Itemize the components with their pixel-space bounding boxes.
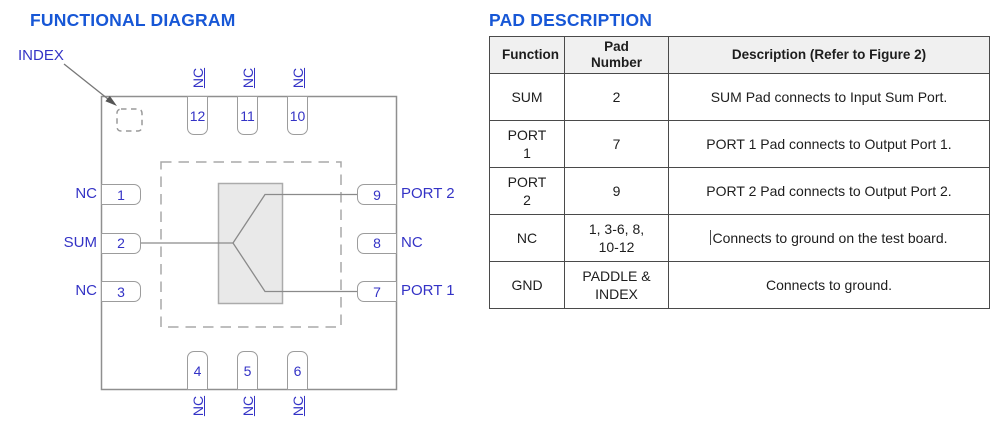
text-caret-artifact [710,230,712,245]
pin-10: 10 [287,96,308,135]
pin-9-label: PORT 2 [401,185,455,202]
pin-7: 7 [357,281,397,302]
pin-7-label: PORT 1 [401,282,455,299]
pin-12: 12 [187,96,208,135]
pin-1-label: NC [75,185,97,202]
header-pad-number: Pad Number [564,36,669,74]
header-function: Function [489,36,565,74]
trace-port2 [232,193,357,244]
pin-3: 3 [101,281,141,302]
trace-port1 [232,242,357,293]
pin-3-label: NC [75,282,97,299]
pin-6-label: NC [290,395,306,417]
pin-11-label: NC [240,67,256,89]
table-row: SUM 2 SUM Pad connects to Input Sum Port… [489,73,990,121]
cell-pad-number: 1, 3-6, 8, 10-12 [564,214,669,262]
pin-2: 2 [101,232,141,254]
pin-5-label: NC [240,395,256,417]
cell-function: PORT 2 [489,167,565,215]
cell-function: GND [489,261,565,309]
cell-description: Connects to ground on the test board. [668,214,990,262]
pin-8: 8 [357,232,397,254]
table-row: GND PADDLE & INDEX Connects to ground. [489,261,990,309]
cell-description-text: Connects to ground on the test board. [712,230,948,246]
pin-11: 11 [237,96,258,135]
cell-function: PORT 1 [489,120,565,168]
index-label: INDEX [18,47,64,64]
cell-pad-number: PADDLE & INDEX [564,261,669,309]
index-arrow-head-icon [105,95,117,106]
table-row: PORT 1 7 PORT 1 Pad connects to Output P… [489,120,990,168]
cell-pad-number: 7 [564,120,669,168]
pin-2-label: SUM [63,234,97,251]
table-row: PORT 2 9 PORT 2 Pad connects to Output P… [489,167,990,215]
pin-1: 1 [101,184,141,205]
index-pad-marker [116,108,143,132]
functional-diagram: INDEX 12 11 10 NC NC NC 4 5 6 NC NC NC 1… [0,0,480,423]
pin-5: 5 [237,351,258,390]
pad-description-table: Function Pad Number Description (Refer t… [489,36,990,309]
pin-9: 9 [357,184,397,205]
cell-description: SUM Pad connects to Input Sum Port. [668,73,990,121]
index-arrow-line [63,63,109,100]
pin-4-label: NC [190,395,206,417]
cell-function: SUM [489,73,565,121]
header-description: Description (Refer to Figure 2) [668,36,990,74]
table-row: NC 1, 3-6, 8, 10-12 Connects to ground o… [489,214,990,262]
pin-6: 6 [287,351,308,390]
cell-description: Connects to ground. [668,261,990,309]
cell-pad-number: 2 [564,73,669,121]
cell-pad-number: 9 [564,167,669,215]
pin-12-label: NC [190,67,206,89]
cell-description: PORT 1 Pad connects to Output Port 1. [668,120,990,168]
pin-10-label: NC [290,67,306,89]
die-boundary-dashed [160,161,342,328]
pad-description-title: PAD DESCRIPTION [489,10,653,30]
pin-4: 4 [187,351,208,390]
functional-diagram-title: FUNCTIONAL DIAGRAM [30,10,236,30]
pin-8-label: NC [401,234,423,251]
cell-function: NC [489,214,565,262]
table-header-row: Function Pad Number Description (Refer t… [489,36,990,74]
cell-description: PORT 2 Pad connects to Output Port 2. [668,167,990,215]
